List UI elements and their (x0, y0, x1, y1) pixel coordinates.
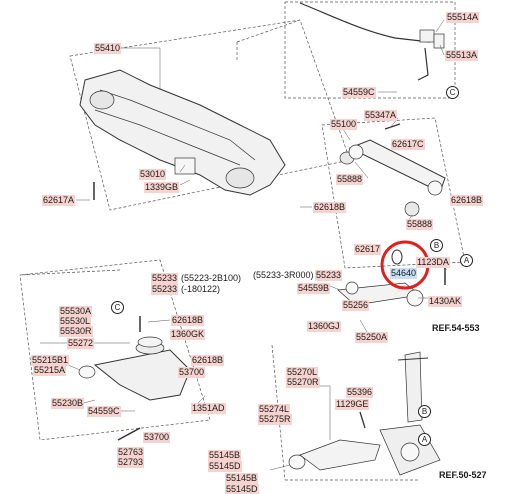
part-label-55396[interactable]: 55396 (346, 387, 374, 398)
part-label-55530R[interactable]: 55530R (59, 326, 93, 337)
part-label-52793[interactable]: 52793 (117, 457, 145, 468)
part-label-55513A[interactable]: 55513A (445, 50, 479, 61)
part-label-55230B[interactable]: 55230B (51, 398, 85, 409)
marker-c-bottom: C (111, 301, 124, 314)
part-label-52763[interactable]: 52763 (117, 447, 145, 458)
part-label-1123DA[interactable]: 1123DA (416, 257, 450, 268)
part-label-62617A[interactable]: 62617A (42, 195, 76, 206)
marker-a-top: A (460, 254, 473, 267)
part-label-1360GK[interactable]: 1360GK (170, 329, 206, 340)
part-label-55250A[interactable]: 55250A (355, 332, 389, 343)
part-label-55888-a[interactable]: 55888 (336, 174, 364, 185)
part-label-54559B[interactable]: 54559B (297, 283, 331, 294)
stabilizer-bar (299, 2, 431, 43)
part-label-55274L[interactable]: 55274L (258, 404, 291, 415)
part-label-55888-b[interactable]: 55888 (406, 219, 434, 230)
marker-b-top: B (430, 239, 443, 252)
ref-label-50-527[interactable]: REF.50-527 (439, 470, 487, 480)
part-label-54640[interactable]: 54640 (390, 268, 418, 279)
part-label-54559C-top[interactable]: 54559C (342, 87, 376, 98)
part-label-55275R[interactable]: 55275R (258, 414, 292, 425)
marker-c-top: C (446, 86, 459, 99)
part-label-180122: (-180122) (181, 284, 221, 294)
part-label-53010[interactable]: 53010 (139, 169, 167, 180)
part-label-53700-a[interactable]: 53700 (178, 367, 206, 378)
lower-arm-box (19, 259, 211, 441)
part-label-55100[interactable]: 55100 (330, 119, 358, 130)
part-label-1129GE[interactable]: 1129GE (335, 399, 370, 410)
part-label-55256[interactable]: 55256 (342, 300, 370, 311)
part-label-62618B-mid[interactable]: 62618B (313, 202, 347, 213)
part-label-55270L[interactable]: 55270L (286, 367, 319, 378)
crossmember (79, 69, 286, 196)
stabilizer-box (284, 1, 456, 99)
part-label-55215A[interactable]: 55215A (33, 365, 67, 376)
part-label-55530L[interactable]: 55530L (59, 316, 92, 327)
part-label-55145B-b[interactable]: 55145B (225, 473, 259, 484)
part-label-54559C-bot[interactable]: 54559C (87, 406, 121, 417)
marker-a-bottom: A (418, 433, 431, 446)
part-label-55272[interactable]: 55272 (67, 338, 95, 349)
part-label-55233-a[interactable]: 55233 (151, 273, 179, 284)
marker-b-bottom: B (418, 405, 431, 418)
part-label-55145D-a[interactable]: 55145D (208, 461, 242, 472)
part-label-55347A[interactable]: 55347A (364, 110, 398, 121)
part-label-55233-b[interactable]: 55233 (151, 284, 179, 295)
part-label-1360GJ[interactable]: 1360GJ (307, 321, 341, 332)
part-label-62618B-d[interactable]: 62618B (191, 355, 225, 366)
part-label-62618B-right[interactable]: 62618B (450, 195, 484, 206)
part-label-1339GB[interactable]: 1339GB (144, 182, 180, 193)
part-label-62617C[interactable]: 62617C (391, 139, 425, 150)
part-label-53700-b[interactable]: 53700 (143, 432, 171, 443)
part-label-1351AD[interactable]: 1351AD (191, 403, 226, 414)
part-label-1430AK[interactable]: 1430AK (428, 296, 463, 307)
part-label-55145B-a[interactable]: 55145B (208, 450, 242, 461)
ref-label-54-553[interactable]: REF.54-553 (432, 323, 480, 333)
part-label-55233-3R000: (55233-3R000) (253, 270, 314, 280)
part-label-55223-2B100: (55223-2B100) (181, 273, 242, 283)
part-label-55514A[interactable]: 55514A (446, 12, 480, 23)
part-label-55270R[interactable]: 55270R (286, 377, 320, 388)
part-label-55410[interactable]: 55410 (94, 43, 122, 54)
part-label-55145D-b[interactable]: 55145D (225, 484, 259, 494)
part-label-55233-c[interactable]: 55233 (315, 270, 343, 281)
part-label-55530A[interactable]: 55530A (59, 306, 93, 317)
part-label-55215B1[interactable]: 55215B1 (31, 355, 70, 366)
part-label-62617[interactable]: 62617 (354, 244, 382, 255)
part-label-62618B-c[interactable]: 62618B (171, 315, 205, 326)
